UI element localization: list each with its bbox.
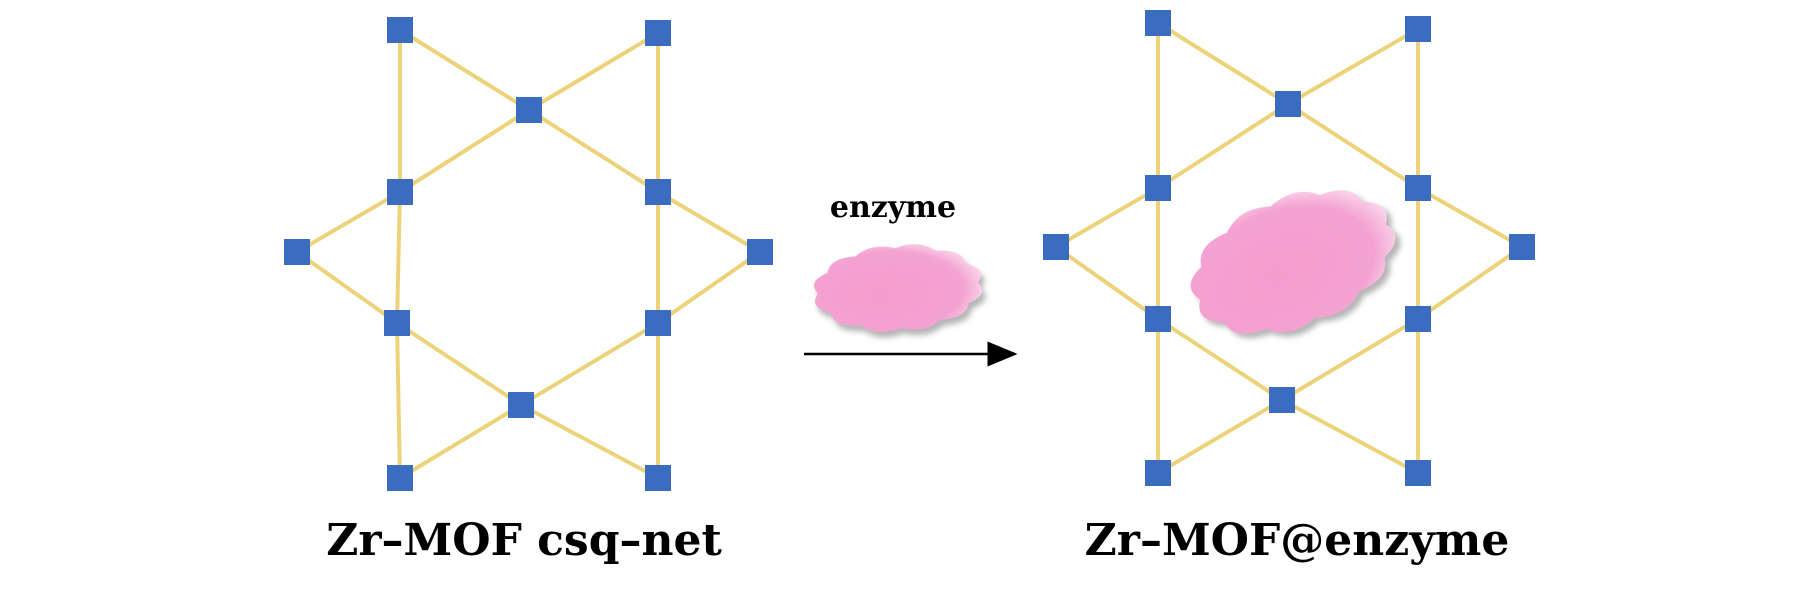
zr-cluster-node: [1405, 306, 1431, 332]
organic-linker: [1156, 398, 1284, 475]
zr-cluster-node: [645, 20, 671, 46]
organic-linker: [1054, 245, 1160, 321]
zr-cluster-node: [508, 392, 534, 418]
zr-cluster-node: [1405, 16, 1431, 42]
zr-cluster-node: [1145, 460, 1171, 486]
arrow-label-enzyme: enzyme: [829, 190, 957, 225]
zr-cluster-node: [1405, 175, 1431, 201]
zr-mof-csq-net-framework: [284, 17, 773, 491]
zr-cluster-node: [645, 179, 671, 205]
organic-linker: [1280, 317, 1420, 402]
organic-linker: [398, 108, 531, 194]
enzyme-cloud-icon: [813, 244, 983, 332]
zr-cluster-node: [1145, 10, 1171, 36]
organic-linker: [656, 250, 762, 325]
right-title: Zr–MOF@enzyme: [1084, 515, 1510, 566]
organic-linker: [656, 190, 762, 254]
zr-cluster-node: [1145, 175, 1171, 201]
zr-cluster-node: [387, 179, 413, 205]
zr-cluster-node: [645, 310, 671, 336]
organic-linker: [527, 108, 660, 194]
organic-linker: [1416, 245, 1524, 321]
organic-linker: [398, 403, 523, 480]
organic-linker: [398, 28, 531, 112]
zr-cluster-node: [516, 97, 542, 123]
organic-linker: [395, 322, 402, 479]
left-title: Zr–MOF csq–net: [326, 515, 722, 566]
zr-cluster-node: [1405, 460, 1431, 486]
zr-cluster-node: [387, 465, 413, 491]
zr-cluster-node: [1275, 91, 1301, 117]
zr-mof-enzyme-framework: [1043, 10, 1535, 486]
organic-linker: [395, 321, 523, 407]
organic-linker: [519, 321, 660, 407]
organic-linker: [1286, 102, 1420, 190]
organic-linker: [1156, 21, 1290, 106]
zr-cluster-node: [1269, 387, 1295, 413]
organic-linker: [295, 190, 402, 254]
zr-cluster-node: [747, 239, 773, 265]
organic-linker: [1054, 186, 1160, 249]
zr-cluster-node: [1043, 234, 1069, 260]
zr-cluster-node: [645, 465, 671, 491]
zr-cluster-node: [1509, 234, 1535, 260]
organic-linker: [527, 31, 660, 112]
organic-linker: [395, 191, 402, 324]
zr-cluster-node: [387, 17, 413, 43]
zr-cluster-node: [284, 239, 310, 265]
organic-linker: [1417, 186, 1523, 249]
organic-linker: [1281, 398, 1419, 475]
encapsulated-enzyme-cloud-icon: [1190, 190, 1396, 334]
organic-linker: [520, 403, 659, 480]
organic-linker: [1156, 102, 1290, 190]
organic-linker: [1156, 317, 1284, 402]
zr-cluster-node: [1145, 306, 1171, 332]
organic-linker: [1287, 27, 1419, 106]
zr-cluster-node: [384, 310, 410, 336]
organic-linker: [295, 250, 399, 325]
